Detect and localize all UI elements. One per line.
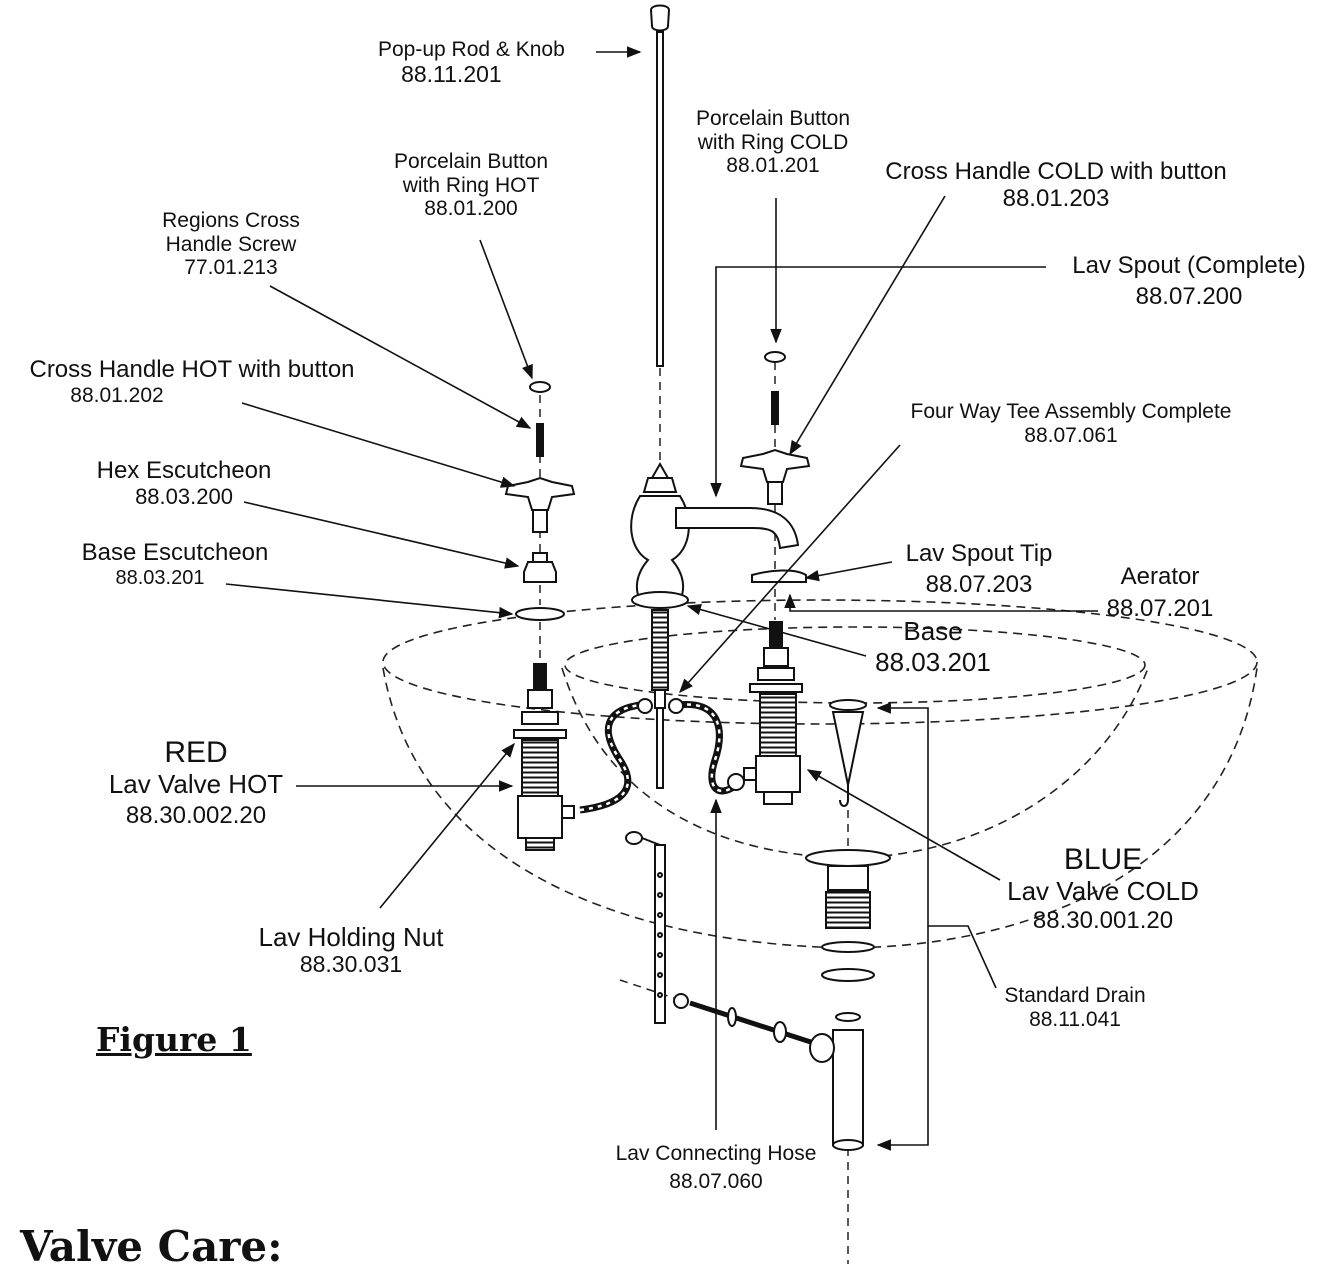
label-porcelain-cold: Porcelain Button with Ring COLD 88.01.20…: [676, 107, 870, 178]
hose-name: Lav Connecting Hose: [615, 1142, 817, 1165]
aerator-code: 88.07.201: [1106, 594, 1214, 622]
lav-spout-code: 88.07.200: [1135, 282, 1243, 310]
label-standard-drain: Standard Drain 88.11.041: [990, 984, 1160, 1031]
regions-screw-line1: Regions Cross: [162, 209, 300, 232]
red-valve-code: 88.30.002.20: [125, 801, 267, 829]
blue-valve-color: BLUE: [1063, 843, 1143, 876]
label-cross-handle-cold: Cross Handle COLD with button 88.01.203: [864, 158, 1248, 213]
popup-rod-code: 88.11.201: [401, 60, 502, 87]
hex-esc-name: Hex Escutcheon: [96, 457, 272, 484]
hot-handle-stack: [504, 381, 576, 621]
base-name: Base: [903, 616, 963, 646]
figure-title: Figure 1: [96, 1020, 252, 1059]
blue-valve-code: 88.30.001.20: [1032, 906, 1174, 934]
drain-assembly-part: [805, 699, 891, 1151]
red-valve-color: RED: [164, 736, 228, 769]
std-drain-name: Standard Drain: [1004, 984, 1146, 1007]
spout-tip-code: 88.07.203: [925, 570, 1033, 598]
label-lav-connecting-hose: Lav Connecting Hose 88.07.060: [598, 1142, 834, 1193]
cross-cold-name: Cross Handle COLD with button: [885, 158, 1227, 185]
blue-valve-name: Lav Valve COLD: [1007, 875, 1199, 906]
popup-rod-knob-part: [649, 4, 671, 367]
popup-rod-name: Pop-up Rod & Knob: [378, 38, 565, 61]
red-valve-name: Lav Valve HOT: [108, 768, 284, 799]
cross-hot-name: Cross Handle HOT with button: [29, 356, 355, 383]
label-lav-spout: Lav Spout (Complete) 88.07.200: [1052, 252, 1326, 311]
leader-lines: [225, 46, 1098, 1151]
regions-screw-line2: Handle Screw: [165, 232, 297, 256]
porcelain-hot-line2: with Ring HOT: [402, 173, 540, 197]
label-red-valve-hot: RED Lav Valve HOT 88.30.002.20: [96, 736, 296, 830]
aerator-name: Aerator: [1120, 563, 1200, 590]
regions-screw-code: 77.01.213: [184, 256, 278, 280]
porcelain-cold-line2: with Ring COLD: [697, 130, 849, 154]
label-cross-handle-hot: Cross Handle HOT with button 88.01.202: [10, 356, 374, 407]
label-lav-holding-nut: Lav Holding Nut 88.30.031: [246, 922, 456, 978]
label-porcelain-hot: Porcelain Button with Ring HOT 88.01.200: [374, 150, 568, 221]
std-drain-code: 88.11.041: [1029, 1007, 1121, 1031]
hex-esc-code: 88.03.200: [135, 483, 233, 509]
cold-valve-part: [743, 621, 803, 805]
label-regions-screw: Regions Cross Handle Screw 77.01.213: [144, 209, 318, 280]
label-aerator: Aerator 88.07.201: [1096, 563, 1224, 623]
exploded-centerlines: [539, 362, 849, 1264]
label-base: Base 88.03.201: [866, 616, 1000, 678]
drain-lift-rod-part: [625, 831, 821, 1048]
label-popup-rod: Pop-up Rod & Knob 88.11.201: [378, 38, 565, 87]
spout-body-part: [630, 461, 807, 789]
lav-spout-name: Lav Spout (Complete): [1072, 252, 1306, 279]
porcelain-cold-line1: Porcelain Button: [695, 107, 851, 130]
porcelain-hot-code: 88.01.200: [424, 197, 518, 221]
label-blue-valve-cold: BLUE Lav Valve COLD 88.30.001.20: [992, 843, 1214, 935]
base-esc-name: Base Escutcheon: [81, 539, 269, 566]
cross-cold-code: 88.01.203: [1002, 184, 1110, 212]
four-way-tee-name: Four Way Tee Assembly Complete: [910, 400, 1232, 423]
label-four-way-tee: Four Way Tee Assembly Complete 88.07.061: [886, 400, 1256, 447]
holding-nut-code: 88.30.031: [299, 951, 403, 978]
cold-handle-stack: [739, 351, 811, 505]
label-lav-spout-tip: Lav Spout Tip 88.07.203: [894, 540, 1064, 599]
porcelain-hot-line1: Porcelain Button: [393, 150, 549, 173]
holding-nut-name: Lav Holding Nut: [258, 922, 444, 952]
hose-code: 88.07.060: [669, 1169, 763, 1193]
four-way-tee-code: 88.07.061: [1024, 423, 1118, 447]
label-base-escutcheon: Base Escutcheon 88.03.201: [62, 539, 288, 589]
section-heading: Valve Care:: [20, 1222, 283, 1264]
cross-hot-code: 88.01.202: [70, 383, 164, 407]
porcelain-cold-code: 88.01.201: [726, 154, 820, 178]
label-hex-escutcheon: Hex Escutcheon 88.03.200: [80, 457, 288, 510]
spout-tip-name: Lav Spout Tip: [905, 540, 1053, 567]
base-code: 88.03.201: [875, 647, 991, 678]
hot-valve-part: [513, 663, 575, 851]
base-esc-code: 88.03.201: [115, 566, 205, 589]
